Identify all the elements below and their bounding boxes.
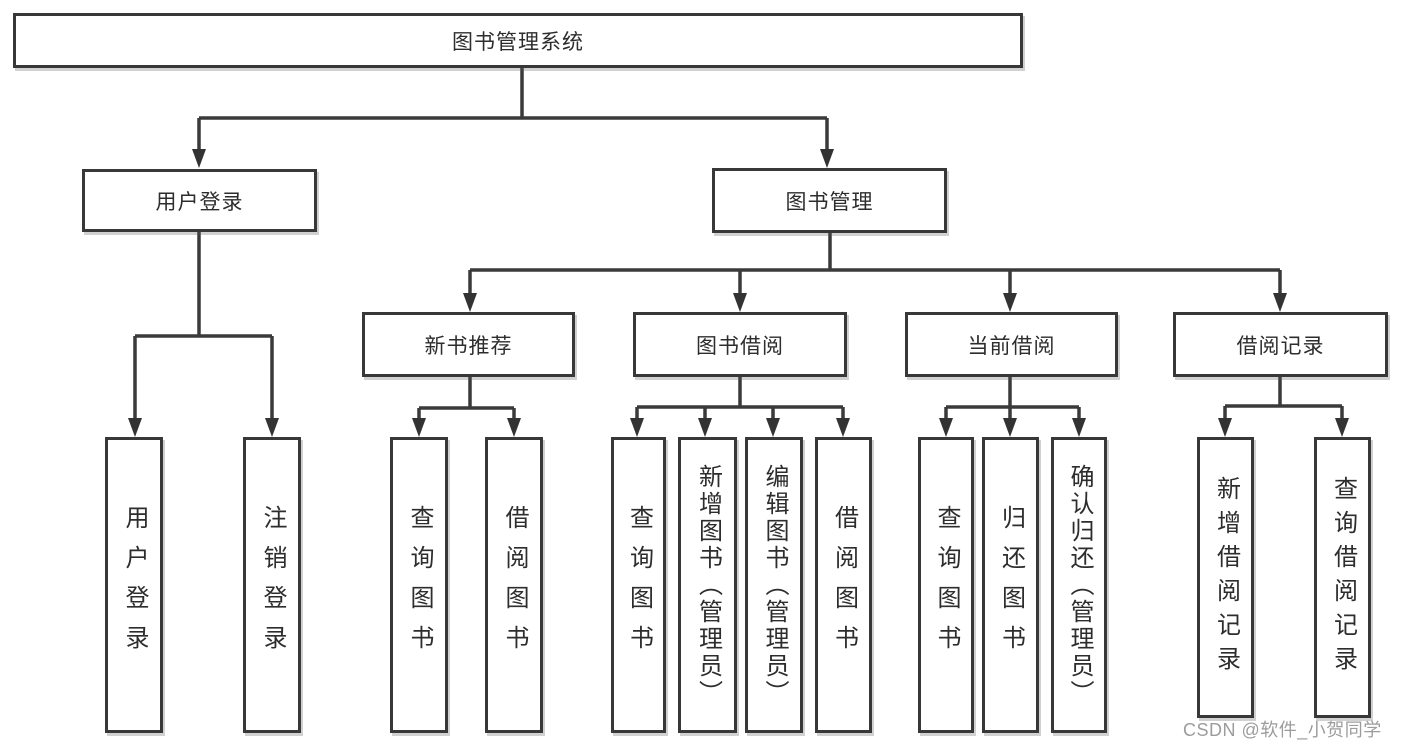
node-new-book-recommend: 新书推荐 — [362, 312, 575, 377]
connector-bookborrow-to-leaves — [635, 377, 845, 421]
node-book-management: 图书管理 — [712, 168, 947, 233]
leaf-label: 查询图书 — [625, 505, 653, 665]
arrowheads — [128, 149, 1349, 437]
leaf-label: 查询图书 — [406, 505, 433, 665]
node-current-borrow: 当前借阅 — [905, 312, 1118, 377]
connector-currentborrow-to-leaves — [944, 377, 1081, 421]
connector-borrowrecord-to-leaves — [1223, 377, 1344, 421]
leaf-query-books-current: 查询图书 — [918, 437, 974, 733]
leaf-label: 查询借阅记录 — [1329, 475, 1357, 680]
leaf-label: 借阅图书 — [501, 505, 528, 665]
node-label: 新书推荐 — [424, 334, 513, 358]
leaf-confirm-return-admin: 确认归还（管理员） — [1051, 437, 1107, 733]
connector-bookmgmt-to-level3 — [468, 233, 1282, 296]
node-borrow-record: 借阅记录 — [1173, 312, 1388, 377]
leaf-borrow-books-recommend: 借阅图书 — [485, 437, 543, 733]
node-label: 图书借阅 — [696, 334, 784, 358]
node-library-management-system: 图书管理系统 — [13, 13, 1023, 68]
node-user-login: 用户登录 — [82, 169, 317, 232]
leaf-edit-books-admin: 编辑图书（管理员） — [745, 437, 803, 733]
node-book-borrow: 图书借阅 — [633, 312, 847, 377]
leaf-label: 新增图书（管理员） — [694, 463, 722, 707]
node-label: 用户登录 — [155, 190, 244, 214]
leaf-label: 借阅图书 — [830, 505, 858, 665]
connector-userlogin-to-leaves — [133, 232, 274, 421]
node-label: 图书管理系统 — [452, 30, 584, 54]
leaf-label: 归还图书 — [997, 505, 1025, 665]
leaf-add-borrow-record: 新增借阅记录 — [1197, 437, 1254, 718]
leaf-query-borrow-record: 查询借阅记录 — [1314, 437, 1371, 718]
leaf-return-books: 归还图书 — [982, 437, 1039, 733]
connector-newbook-to-leaves — [417, 377, 516, 421]
leaf-borrow-books: 借阅图书 — [815, 437, 872, 733]
watermark: CSDN @软件_小贺同学 — [1183, 720, 1382, 740]
node-label: 借阅记录 — [1236, 334, 1325, 358]
leaf-add-books-admin: 新增图书（管理员） — [678, 437, 737, 733]
leaf-label: 新增借阅记录 — [1212, 475, 1240, 680]
leaf-label: 确认归还（管理员） — [1066, 463, 1093, 707]
leaf-user-login: 用户登录 — [105, 437, 163, 733]
leaf-query-books-recommend: 查询图书 — [390, 437, 448, 733]
leaf-label: 注销登录 — [259, 505, 286, 665]
node-label: 图书管理 — [785, 190, 874, 214]
leaf-label: 编辑图书（管理员） — [761, 463, 788, 707]
leaf-logout: 注销登录 — [243, 437, 301, 733]
leaf-label: 用户登录 — [121, 505, 148, 665]
connector-root-to-level2 — [197, 68, 829, 152]
node-label: 当前借阅 — [967, 334, 1056, 358]
leaf-query-books-borrow: 查询图书 — [611, 437, 666, 733]
leaf-label: 查询图书 — [933, 505, 960, 665]
